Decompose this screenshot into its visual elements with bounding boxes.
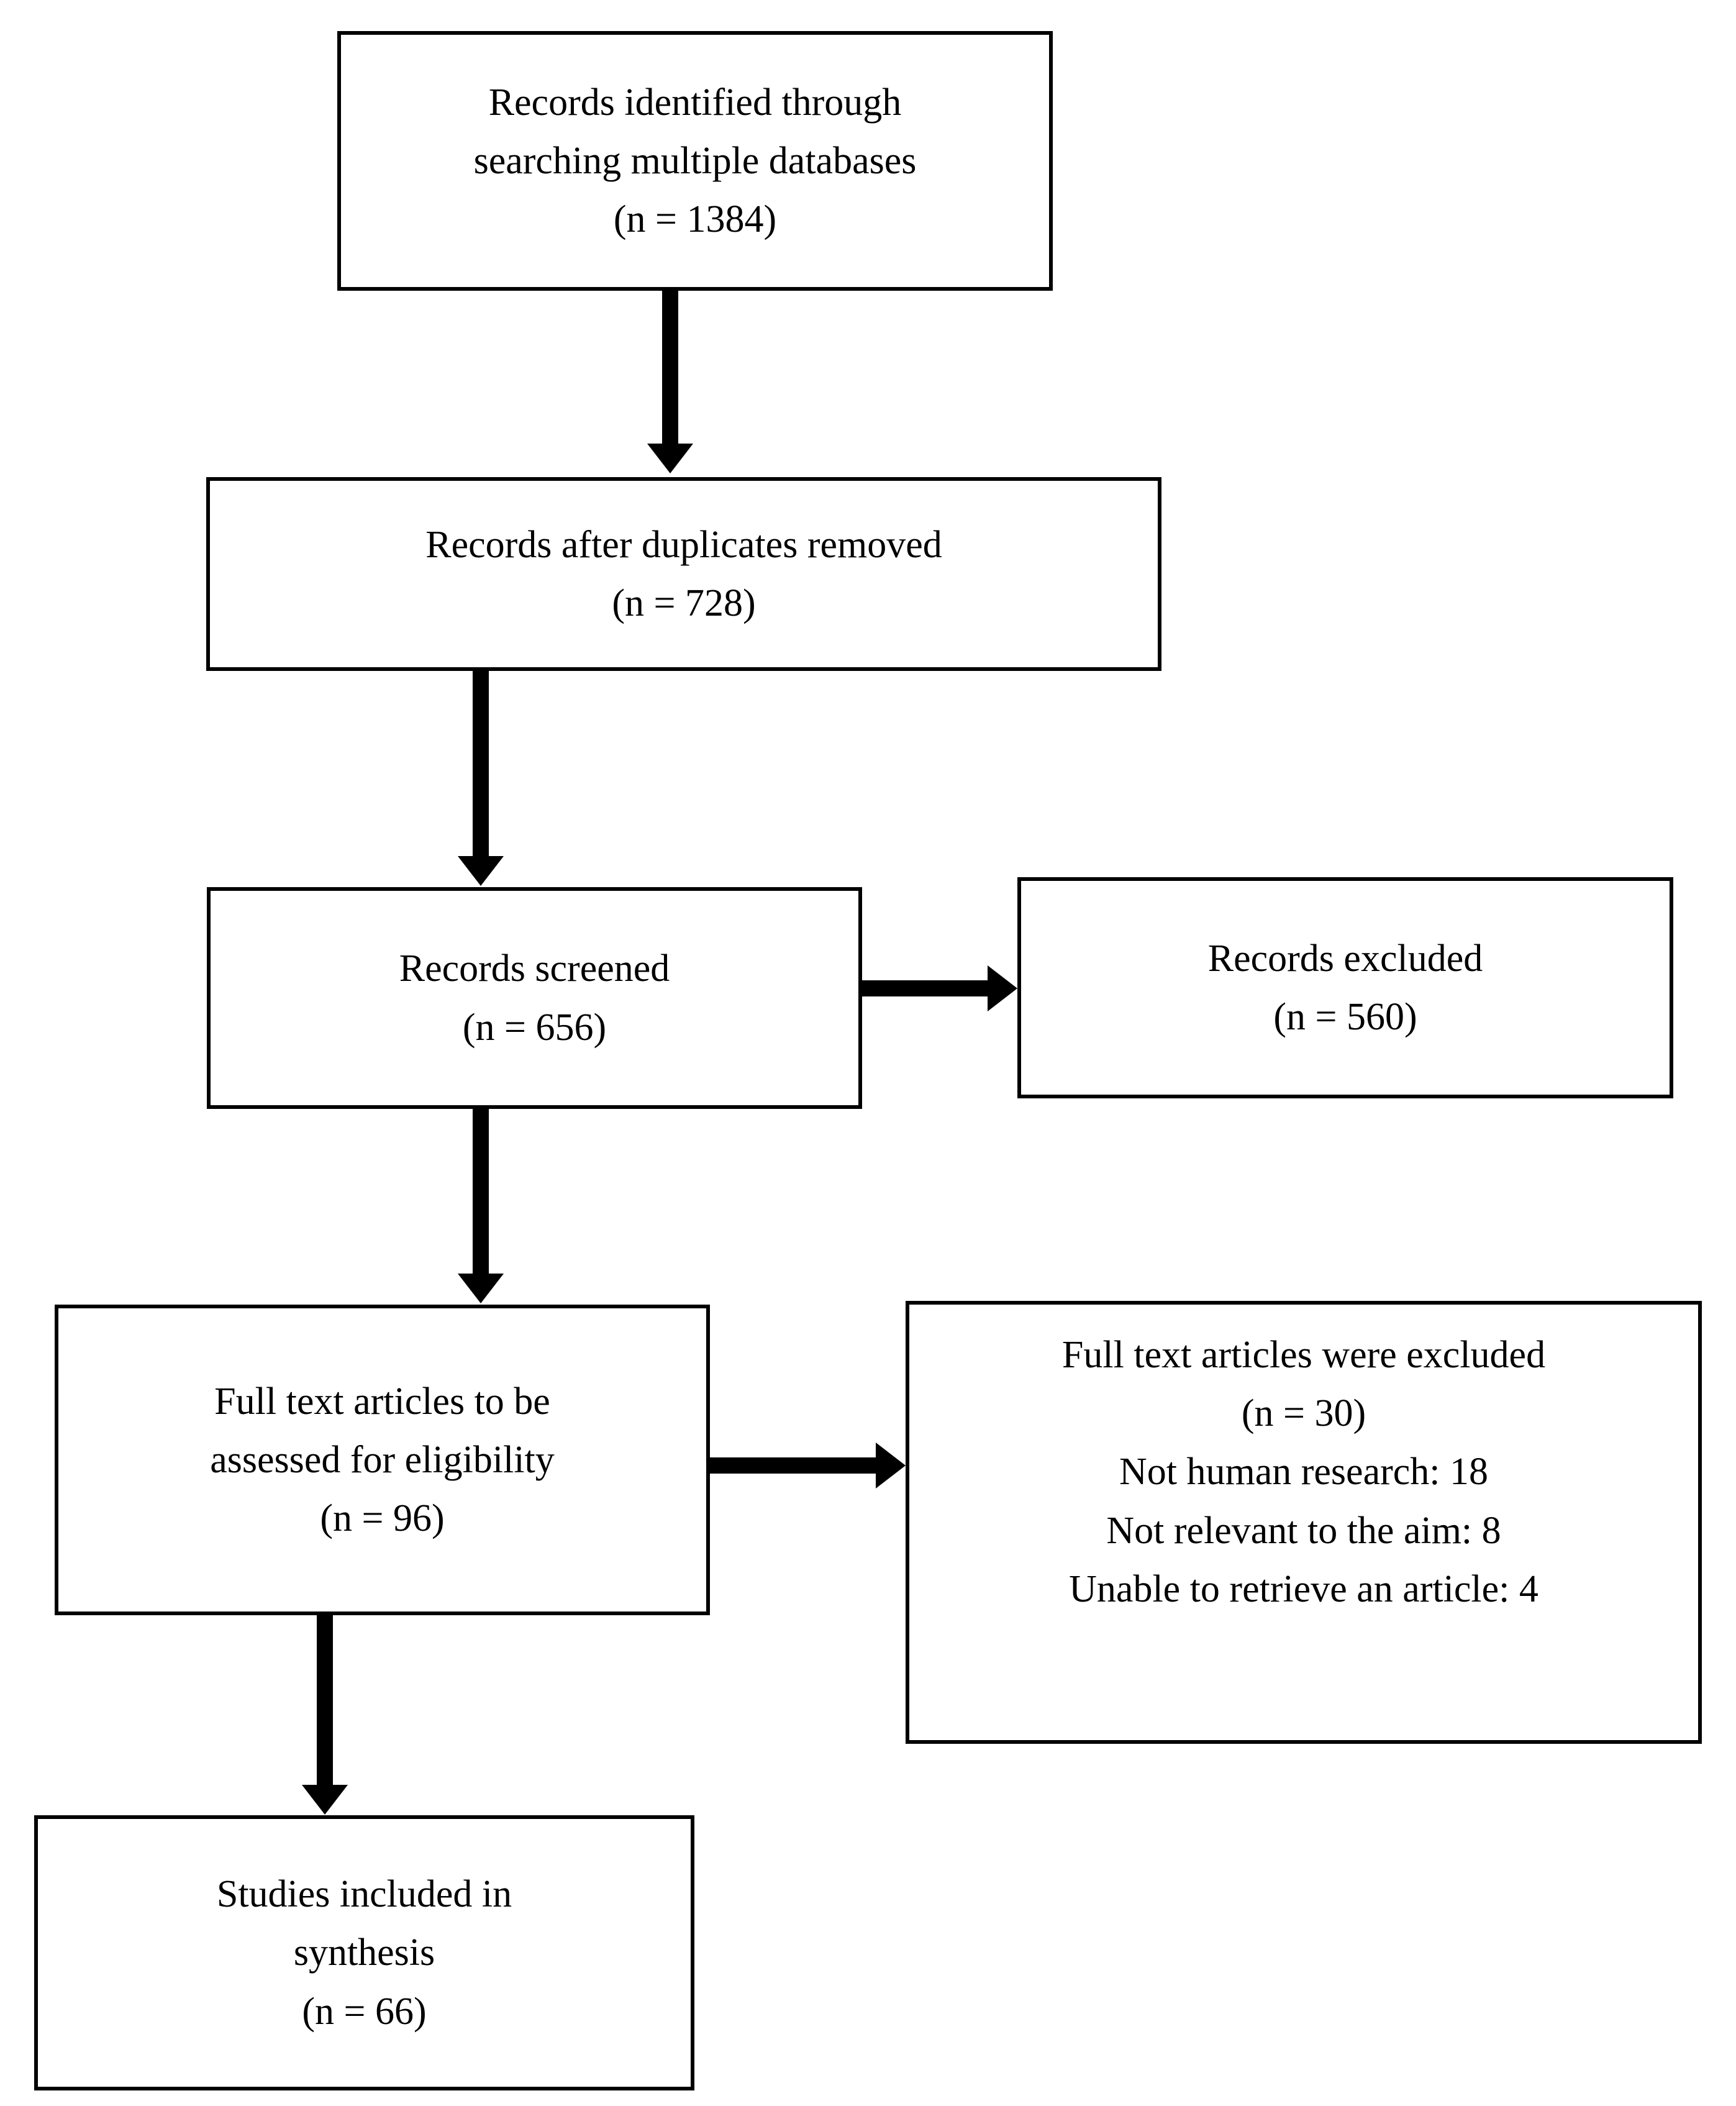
arrow-identified-to-duplicates xyxy=(662,291,678,445)
node-fulltext-articles-excluded: Full text articles were excluded (n = 30… xyxy=(906,1301,1702,1744)
arrow-duplicates-to-screened xyxy=(473,671,489,857)
node-line: Records identified through xyxy=(488,81,902,124)
node-records-after-duplicates-removed: Records after duplicates removed (n = 72… xyxy=(206,477,1161,671)
arrow-fulltext-to-included xyxy=(317,1615,333,1786)
node-line: Records excluded xyxy=(1207,937,1483,980)
node-studies-included: Studies included in synthesis (n = 66) xyxy=(34,1815,694,2090)
arrow-fulltext-to-fulltext-excluded xyxy=(710,1457,877,1474)
node-records-screened: Records screened (n = 656) xyxy=(207,887,862,1109)
node-line: Records after duplicates removed xyxy=(425,523,942,566)
arrow-screened-to-records-excluded xyxy=(862,980,989,996)
node-line: Not relevant to the aim: 8 xyxy=(1106,1509,1501,1552)
node-line: (n = 96) xyxy=(320,1497,445,1540)
node-line: assessed for eligibility xyxy=(210,1438,555,1481)
node-line: Records screened xyxy=(399,947,670,990)
node-records-excluded: Records excluded (n = 560) xyxy=(1017,877,1673,1098)
arrow-screened-to-fulltext xyxy=(473,1109,489,1275)
node-line: Not human research: 18 xyxy=(1119,1451,1488,1493)
node-line: (n = 66) xyxy=(302,1990,427,2033)
node-line: (n = 560) xyxy=(1273,996,1417,1038)
node-line: (n = 728) xyxy=(612,582,756,624)
node-line: Full text articles to be xyxy=(214,1380,550,1423)
node-line: synthesis xyxy=(293,1931,435,1974)
node-line: Unable to retrieve an article: 4 xyxy=(1069,1567,1538,1610)
node-line: searching multiple databases xyxy=(473,139,917,182)
node-line: Studies included in xyxy=(216,1873,512,1916)
node-line: (n = 30) xyxy=(1241,1392,1366,1435)
node-line: (n = 1384) xyxy=(613,198,777,241)
node-fulltext-articles-assessed: Full text articles to be assessed for el… xyxy=(55,1305,710,1615)
node-line: Full text articles were excluded xyxy=(1061,1334,1546,1376)
node-records-identified: Records identified through searching mul… xyxy=(337,31,1053,291)
node-line: (n = 656) xyxy=(462,1006,607,1049)
